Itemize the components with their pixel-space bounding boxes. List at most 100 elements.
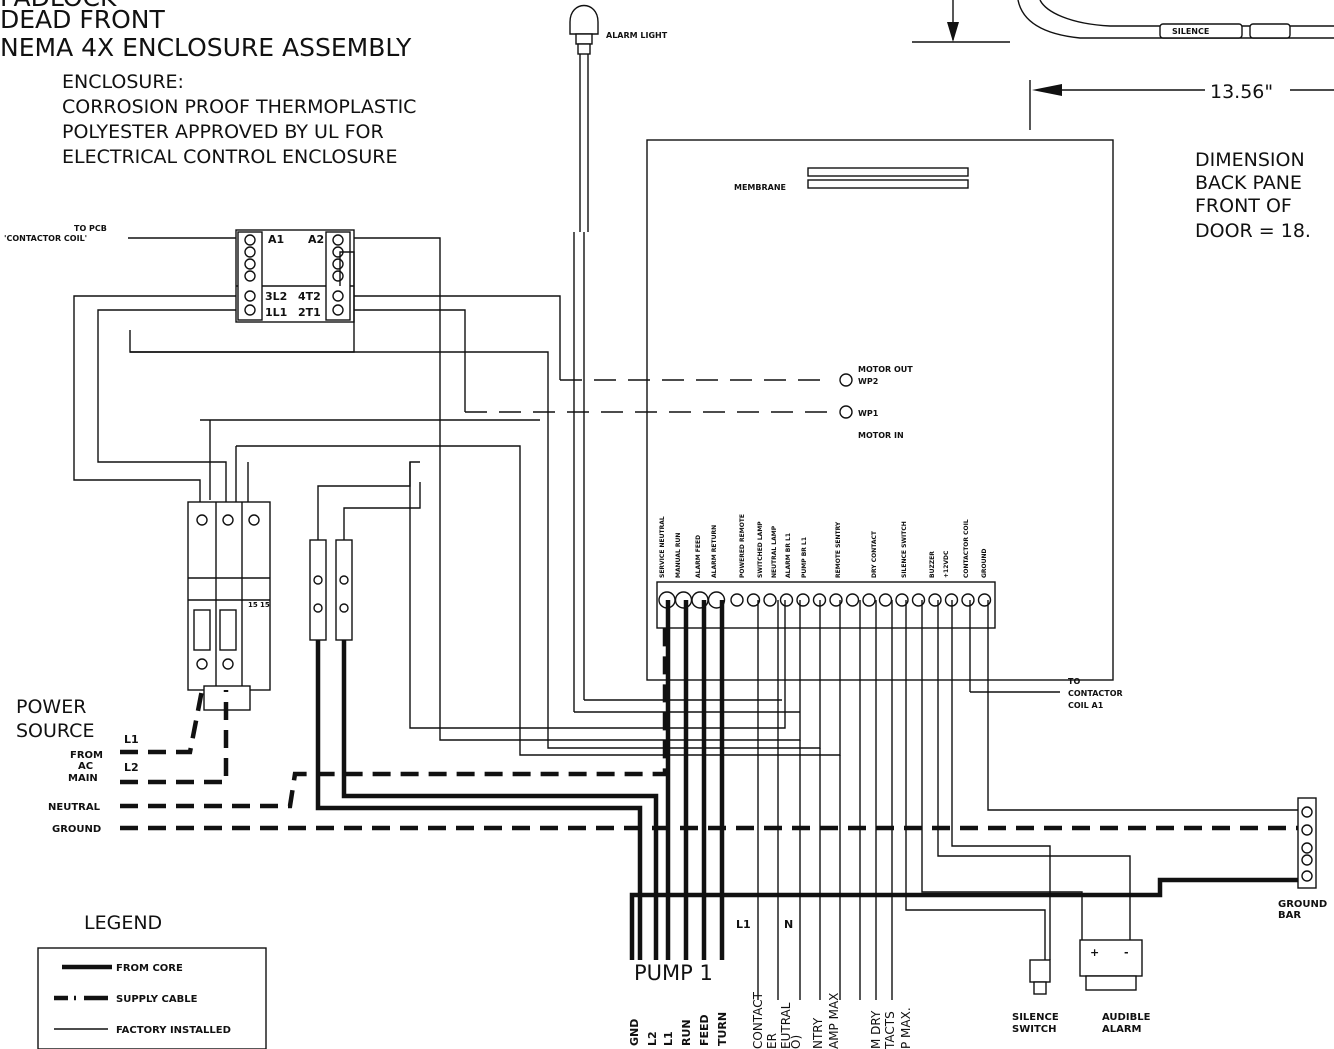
l1-label: L1 bbox=[124, 733, 139, 746]
terminal-label: SERVICE NEUTRAL bbox=[659, 516, 666, 578]
audible-alarm-line2: ALARM bbox=[1102, 1024, 1142, 1035]
terminal-screw bbox=[779, 593, 794, 607]
terminal-screw bbox=[730, 593, 744, 607]
to-contactor-line1: TO bbox=[1068, 677, 1080, 686]
wire-l1-label: L1 bbox=[736, 918, 751, 931]
contactor-4t2: 4T2 bbox=[298, 290, 321, 303]
ground-label: GROUND bbox=[52, 824, 101, 835]
membrane-label: MEMBRANE bbox=[734, 183, 786, 192]
terminal-screw bbox=[895, 593, 909, 607]
legend-item-factory-installed: FACTORY INSTALLED bbox=[116, 1025, 231, 1036]
core-wires bbox=[315, 600, 1306, 960]
svg-text:-: - bbox=[1124, 946, 1129, 959]
neutral-label: NEUTRAL bbox=[48, 802, 101, 813]
terminal-screw bbox=[845, 593, 860, 607]
terminal-label: POWERED REMOTE bbox=[739, 514, 746, 578]
terminal-label: ALARM FEED bbox=[695, 535, 702, 578]
legend-item-from-core: FROM CORE bbox=[116, 963, 183, 974]
title-line2: NEMA 4X ENCLOSURE ASSEMBLY bbox=[0, 33, 412, 62]
dim-note-line2: BACK PANE bbox=[1195, 172, 1302, 194]
contactor-3l2: 3L2 bbox=[265, 290, 287, 303]
silence-switch-line1: SILENCE bbox=[1012, 1012, 1059, 1023]
terminal-screw bbox=[829, 593, 843, 607]
motor-connections bbox=[465, 373, 853, 419]
audible-alarm-line1: AUDIBLE bbox=[1102, 1012, 1151, 1023]
motor-in-line2: MOTOR IN bbox=[858, 431, 904, 440]
dimension-13-56: 13.56" bbox=[1210, 81, 1273, 103]
terminal-label: REMOTE SENTRY bbox=[835, 521, 842, 578]
terminal-label: DRY CONTACT bbox=[871, 530, 878, 578]
pump-wire-label: L1 bbox=[662, 1031, 675, 1046]
terminal-block bbox=[656, 581, 996, 629]
pump-wire-label: RUN bbox=[680, 1019, 693, 1046]
terminal-labels: SERVICE NEUTRAL MANUAL RUN ALARM FEED ALARM… bbox=[659, 514, 988, 578]
contactor-icon bbox=[235, 229, 355, 323]
power-source-line2: SOURCE bbox=[16, 720, 94, 742]
terminal-screw bbox=[674, 591, 693, 609]
terminal-label: NEUTRAL LAMP bbox=[771, 525, 778, 578]
to-contactor-line2: CONTACTOR bbox=[1068, 689, 1123, 698]
bottom-wire-label: TACTS bbox=[883, 1011, 897, 1049]
dim-note-line3: FRONT OF bbox=[1195, 195, 1292, 217]
breaker-rating-b: 15 bbox=[260, 601, 270, 609]
dim-note-line1: DIMENSION bbox=[1195, 149, 1305, 171]
from-ac-main-line1: FROM bbox=[70, 750, 103, 761]
bottom-wire-label: NTRY bbox=[811, 1017, 825, 1049]
alarm-light-icon bbox=[569, 5, 800, 713]
ground-bar-icon bbox=[1297, 797, 1317, 889]
terminal-screw bbox=[862, 593, 876, 607]
bottom-wire-label: CONTACT bbox=[751, 991, 765, 1049]
terminal-screw bbox=[928, 593, 942, 607]
fuse-holders-icon bbox=[309, 461, 421, 641]
pump-1-label: PUMP 1 bbox=[634, 961, 713, 985]
terminal-screw bbox=[796, 593, 810, 607]
title-line1: DEAD FRONT bbox=[0, 5, 165, 34]
contactor-2t1: 2T1 bbox=[298, 306, 321, 319]
breaker-rating-a: 15 bbox=[248, 601, 258, 609]
silence-switch-line2: SWITCH bbox=[1012, 1024, 1056, 1035]
terminal-label: GROUND bbox=[981, 548, 988, 578]
ground-bar-line1: GROUND bbox=[1278, 899, 1327, 910]
bottom-wire-label: ER bbox=[765, 1033, 779, 1049]
terminal-label: PUMP BR L1 bbox=[801, 537, 808, 578]
audible-alarm-icon: + - bbox=[1079, 939, 1143, 991]
title-line0: PADLOCK bbox=[0, 0, 117, 12]
terminal-screw bbox=[961, 593, 975, 607]
bottom-wire-label: M DRY bbox=[869, 1010, 883, 1049]
power-source-line1: POWER bbox=[16, 696, 86, 718]
svg-text:+: + bbox=[1090, 946, 1099, 959]
enclosure-note-line2: CORROSION PROOF THERMOPLASTIC bbox=[62, 96, 416, 118]
bottom-wire-label: P MAX. bbox=[899, 1007, 913, 1049]
terminal-screw bbox=[763, 593, 777, 607]
enclosure-note-line4: ELECTRICAL CONTROL ENCLOSURE bbox=[62, 146, 398, 168]
pump-wire-label: L2 bbox=[646, 1031, 659, 1046]
from-ac-main-line2: AC bbox=[78, 761, 93, 772]
wire-n-label: N bbox=[784, 918, 793, 931]
silence-switch-icon bbox=[1029, 959, 1051, 995]
pump-wire-label: GND bbox=[628, 1019, 641, 1046]
enclosure-note-line3: POLYESTER APPROVED BY UL FOR bbox=[62, 121, 384, 143]
legend-title: LEGEND bbox=[84, 912, 162, 934]
contactor-wiring bbox=[73, 237, 841, 756]
ground-bar-line2: BAR bbox=[1278, 910, 1301, 921]
motor-out-line2: WP2 bbox=[858, 377, 878, 386]
alarm-light-label: ALARM LIGHT bbox=[606, 31, 668, 40]
dim-note-line4: DOOR = 18. bbox=[1195, 220, 1311, 242]
to-contactor-line3: COIL A1 bbox=[1068, 701, 1104, 710]
dimension-graphic bbox=[912, 0, 1334, 130]
to-pcb-line1: TO PCB bbox=[74, 224, 107, 233]
legend-box bbox=[37, 947, 267, 1049]
l2-label: L2 bbox=[124, 761, 139, 774]
terminal-label: BUZZER bbox=[929, 551, 936, 578]
bottom-wire-label: EUTRAL bbox=[779, 1002, 793, 1049]
terminal-label: ALARM RETURN bbox=[711, 525, 718, 578]
terminal-label: SILENCE SWITCH bbox=[901, 521, 908, 578]
circuit-breaker-icon bbox=[187, 501, 271, 711]
terminal-wires bbox=[757, 600, 1304, 1000]
terminal-screw bbox=[746, 593, 761, 607]
terminal-label: MANUAL RUN bbox=[675, 533, 682, 578]
bottom-wire-label: O) bbox=[789, 1035, 803, 1049]
